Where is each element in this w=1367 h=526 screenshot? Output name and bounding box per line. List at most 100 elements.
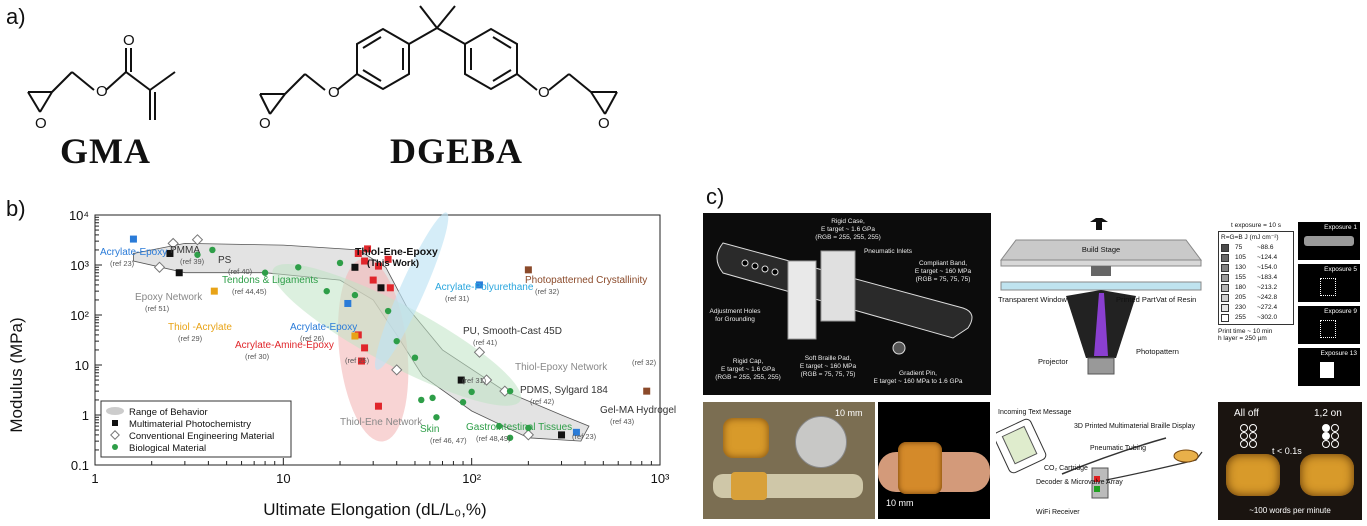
annotation-label: Acrylate-Polyurethane	[435, 282, 534, 293]
y-tick-label: 10	[75, 358, 89, 373]
point-photochem	[374, 262, 382, 270]
adjustment-holes-label: Adjustment Holes	[710, 308, 762, 315]
point-biological	[336, 259, 344, 267]
rigid-cap-rgb: (RGB = 255, 255, 255)	[715, 374, 781, 381]
braille-dot	[1322, 424, 1330, 432]
braille-demo-photo: All off 1,2 on t < 0.1s ~100 words per m…	[1218, 402, 1362, 520]
point-photochem	[344, 299, 352, 307]
rigid-case-rgb: (RGB = 255, 255, 255)	[815, 234, 881, 241]
decoder-label: Decoder & Microvalve Array	[1036, 479, 1123, 486]
gma-structure: O O O	[27, 32, 176, 132]
annotation-ref: (ref 48,49)	[476, 434, 511, 443]
exposure-swatch	[1221, 254, 1229, 262]
point-biological	[468, 388, 475, 396]
panel-label-c: c)	[706, 184, 725, 209]
photo-finger: 10 mm	[878, 402, 990, 519]
exposure-rgb: 130	[1235, 264, 1246, 271]
gma-name: GMA	[60, 131, 151, 171]
x-tick-label: 10	[276, 471, 290, 486]
point-conventional	[391, 364, 403, 376]
braille-dot	[1331, 424, 1339, 432]
ester-o-label: O	[96, 83, 108, 100]
point-photochem	[643, 387, 651, 395]
y-tick-label: 0.1	[71, 458, 89, 473]
scale-bar-2: 10 mm	[886, 498, 914, 508]
point-biological	[411, 354, 419, 361]
annotation-ref: (ref 26)	[300, 334, 325, 343]
y-axis-label: Modulus (MPa)	[7, 317, 26, 432]
gradient-pin-label: Gradient Pin,	[899, 370, 937, 377]
annotation-label: Acrylate-Epoxy	[100, 247, 167, 258]
soft-pad-rgb: (RGB = 75, 75, 75)	[801, 371, 856, 378]
dgeba-name: DGEBA	[390, 131, 524, 171]
legend-marker-biological	[112, 444, 118, 450]
exposure-pattern	[1304, 236, 1354, 246]
point-biological	[433, 414, 440, 421]
exposure-frame: Exposure 13	[1298, 348, 1360, 386]
annotation-label: Gel-MA Hydrogel	[600, 405, 676, 416]
exposure-dose: ~88.6	[1257, 244, 1274, 251]
exposure-rgb: 205	[1235, 294, 1246, 301]
point-biological	[418, 396, 425, 404]
annotation-label: Thiol -Acrylate	[168, 322, 232, 333]
braille-dot	[1249, 440, 1257, 448]
point-photochem	[354, 249, 362, 257]
annotation-label: Photopatterned Crystallinity	[525, 275, 647, 286]
point-biological	[506, 387, 514, 395]
exposure-swatch	[1221, 304, 1229, 312]
braille-system-diagram: Incoming Text Message 3D Printed Multima…	[993, 402, 1214, 520]
rigid-case-e: E target ~ 1.6 GPa	[821, 226, 875, 233]
layer-height: h layer = 250 µm	[1218, 335, 1267, 342]
exposure-pattern	[1320, 362, 1334, 378]
compliant-band-e: E target ~ 160 MPa	[915, 268, 972, 275]
exposure-frame-label: Exposure 5	[1324, 266, 1357, 273]
modulus-elongation-chart: Modulus (MPa) Ultimate Elongation (dL/L₀…	[7, 208, 676, 519]
y-tick-label: 10⁴	[69, 208, 89, 223]
exposure-col-header: R=G=B J (mJ cm⁻²)	[1221, 234, 1279, 241]
braille-dot	[1331, 440, 1339, 448]
point-photochem	[457, 376, 465, 384]
incoming-message-label: Incoming Text Message	[998, 409, 1072, 416]
braille-dot	[1331, 432, 1339, 440]
y-tick-label: 10²	[70, 308, 89, 323]
exposure-row: 205~242.8	[1221, 293, 1291, 303]
annotation-label: Tendons & Ligaments	[222, 275, 318, 286]
braille-dot	[1322, 440, 1330, 448]
annotation-ref: (ref 31)	[445, 294, 470, 303]
exposure-dose: ~272.4	[1257, 304, 1278, 311]
exposure-row: 230~272.4	[1221, 303, 1291, 313]
point-photochem	[129, 235, 137, 243]
point-biological	[495, 422, 503, 430]
device-schematic: Rigid Case, E target ~ 1.6 GPa (RGB = 25…	[703, 213, 991, 395]
exposure-time-header: t exposure = 10 s	[1230, 222, 1282, 229]
all-off-label: All off	[1234, 408, 1259, 419]
dgeba-structure: O O O O	[259, 5, 618, 132]
point-biological	[351, 291, 359, 299]
gradient-pin-e: E target ~ 160 MPa to 1.6 GPa	[873, 378, 962, 385]
annotation-ref: (ref 51)	[145, 304, 170, 313]
annotation-ref: (ref 30)	[245, 352, 270, 361]
braille-dot	[1249, 432, 1257, 440]
scale-bar-1: 10 mm	[835, 408, 863, 418]
exposure-rgb: 255	[1235, 314, 1246, 321]
wifi-receiver-label: WiFi Receiver	[1036, 509, 1080, 516]
point-biological	[261, 269, 269, 276]
braille-dot	[1240, 432, 1248, 440]
point-conventional	[522, 429, 535, 441]
exposure-row: 180~213.2	[1221, 283, 1291, 293]
printed-part-label: Printed Part	[1116, 295, 1157, 304]
exposure-frame-label: Exposure 13	[1320, 350, 1358, 357]
braille-dot	[1322, 432, 1330, 440]
point-photochem	[166, 249, 174, 257]
exposure-rgb: 155	[1235, 274, 1246, 281]
printer-schematic: Build Stage Transparent Window Printed P…	[996, 216, 1216, 396]
x-axis-label: Ultimate Elongation (dL/L₀,%)	[263, 500, 486, 519]
point-photochem	[361, 257, 369, 265]
point-photochem	[374, 402, 382, 410]
exposure-rgb: 105	[1235, 254, 1246, 261]
small-ref-label: (ref 32)	[632, 358, 657, 367]
photopattern-label: Photopattern	[1136, 347, 1179, 356]
soft-pad-label: Soft Braille Pad,	[805, 355, 852, 362]
photo-devices: 10 mm	[703, 402, 875, 519]
